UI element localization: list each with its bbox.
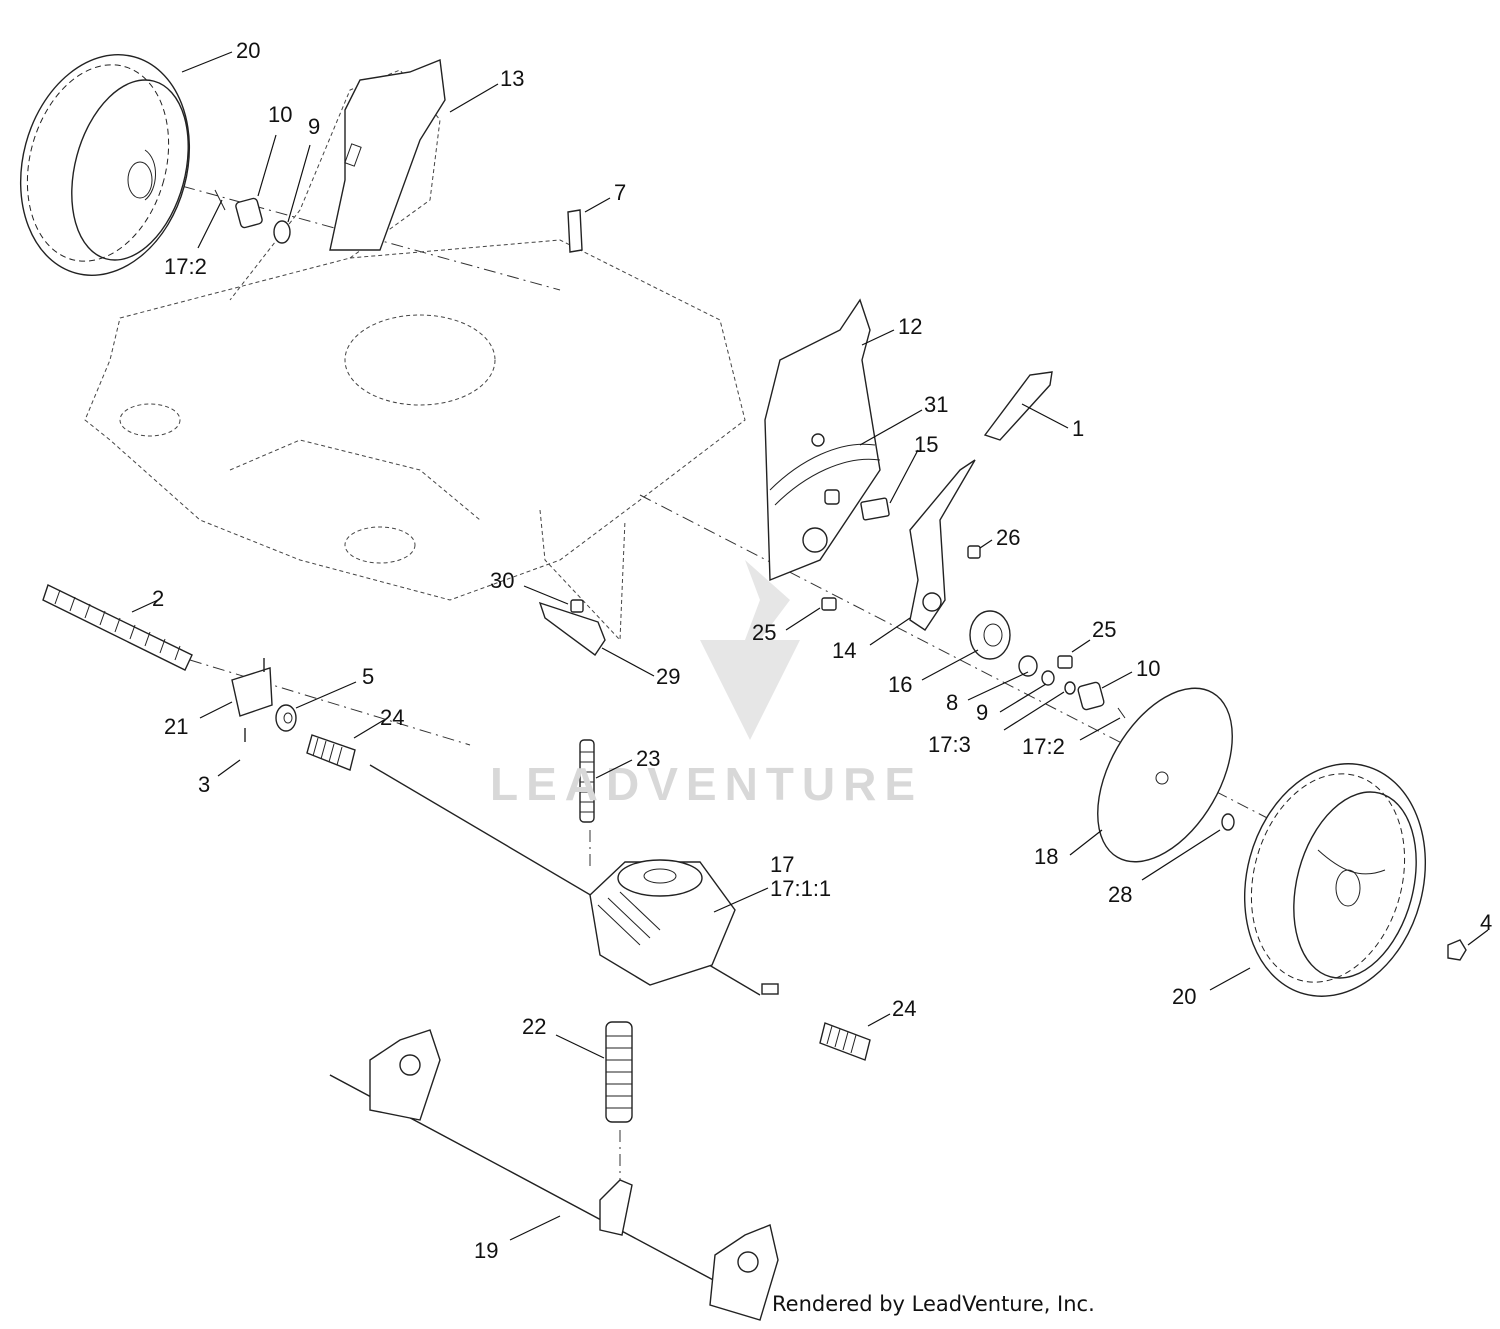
callout-24-left: 24 <box>380 705 404 730</box>
bracket-15 <box>860 497 890 521</box>
height-lever <box>909 371 1053 631</box>
rear-axle-19 <box>329 1029 779 1321</box>
rear-wheel-left <box>19 54 191 276</box>
callout-7: 7 <box>614 180 626 205</box>
callout-13: 13 <box>500 66 524 91</box>
callout-17-1-1: 17:1:1 <box>770 876 831 901</box>
callout-25-right: 25 <box>1092 617 1116 642</box>
height-adjust-plate <box>764 298 881 582</box>
callout-24-right: 24 <box>892 996 916 1021</box>
bracket-21 <box>231 658 273 742</box>
pivot-16 <box>969 610 1076 695</box>
pin-7 <box>567 209 583 253</box>
callout-1: 1 <box>1072 416 1084 441</box>
callout-15: 15 <box>914 432 938 457</box>
spring-24-left <box>306 734 356 771</box>
callout-22: 22 <box>522 1014 546 1039</box>
callout-17: 17 <box>770 852 794 877</box>
callout-9-right: 9 <box>976 700 988 725</box>
coil-spring-2 <box>42 584 193 671</box>
right-axle-hardware <box>1077 681 1126 719</box>
spring-24-right <box>819 1022 871 1061</box>
callout-30: 30 <box>490 568 514 593</box>
callout-20-bottom: 20 <box>1172 984 1196 1009</box>
watermark: LEADVENTURE <box>490 560 923 810</box>
callout-28: 28 <box>1108 882 1132 907</box>
callout-21: 21 <box>164 714 188 739</box>
watermark-text: LEADVENTURE <box>490 758 923 810</box>
callout-31: 31 <box>924 392 948 417</box>
callout-19: 19 <box>474 1238 498 1263</box>
callout-9-left: 9 <box>308 114 320 139</box>
callout-10-right: 10 <box>1136 656 1160 681</box>
callout-12: 12 <box>898 314 922 339</box>
callout-29: 29 <box>656 664 680 689</box>
height-bracket-left <box>329 59 446 251</box>
baffle-29 <box>538 599 606 657</box>
callout-10-left: 10 <box>268 102 292 127</box>
callout-23: 23 <box>636 746 660 771</box>
rear-wheel-right <box>1243 763 1427 997</box>
left-axle-hardware <box>214 189 291 244</box>
callout-18: 18 <box>1034 844 1058 869</box>
callout-leaders <box>131 51 1489 1241</box>
callout-25-left: 25 <box>752 620 776 645</box>
transmission <box>589 859 736 986</box>
callout-20-top: 20 <box>236 38 260 63</box>
callout-2: 2 <box>152 586 164 611</box>
callout-16: 16 <box>888 672 912 697</box>
callout-14: 14 <box>832 638 856 663</box>
callout-5: 5 <box>362 664 374 689</box>
callout-17-3: 17:3 <box>928 732 971 757</box>
callout-3: 3 <box>198 772 210 797</box>
extension-spring-22 <box>605 1021 633 1123</box>
bolts <box>821 545 1467 961</box>
callout-labels: 20 13 10 9 17:2 7 12 31 1 15 26 2 30 25 … <box>152 38 1492 1263</box>
bushing-5 <box>275 704 297 732</box>
callout-8: 8 <box>946 690 958 715</box>
render-credit: Rendered by LeadVenture, Inc. <box>772 1292 1095 1316</box>
wheel-cover-18 <box>1097 687 1235 863</box>
callout-26: 26 <box>996 525 1020 550</box>
callout-4: 4 <box>1480 910 1492 935</box>
callout-17-2-right: 17:2 <box>1022 734 1065 759</box>
callout-17-2-left: 17:2 <box>164 254 207 279</box>
extension-spring-23 <box>579 739 595 823</box>
